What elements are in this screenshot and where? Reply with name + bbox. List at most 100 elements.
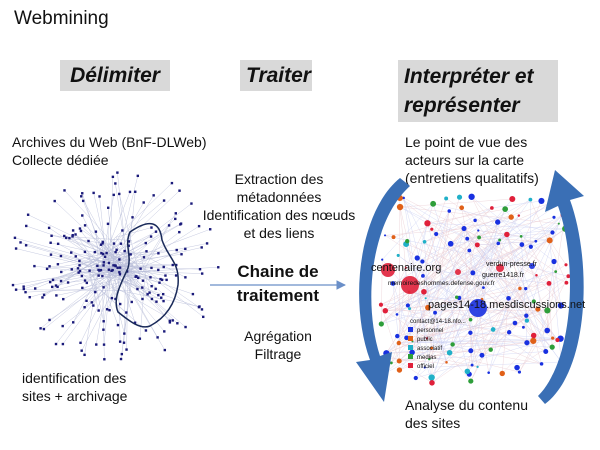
network-node: [54, 342, 58, 346]
network-node: [154, 230, 158, 233]
network-node: [66, 281, 70, 284]
map-edge: [385, 237, 480, 311]
network-node: [121, 229, 124, 232]
map-edge: [422, 261, 484, 288]
map-node: [444, 196, 449, 201]
map-node: [450, 342, 455, 347]
network-edge: [118, 279, 199, 308]
network-edge: [89, 274, 99, 311]
map-edge: [449, 210, 465, 228]
network-node: [33, 287, 37, 290]
network-node: [101, 252, 105, 256]
map-edge: [499, 239, 526, 289]
network-node: [106, 222, 110, 226]
map-node: [530, 332, 537, 339]
map-edge: [399, 275, 537, 371]
network-node: [49, 241, 52, 244]
network-edge: [111, 276, 136, 290]
map-node: [470, 363, 474, 367]
archives-line1: Archives du Web (BnF-DLWeb): [12, 134, 207, 150]
network-node: [176, 322, 179, 325]
network-node: [165, 278, 168, 282]
map-edge: [415, 288, 521, 379]
network-node: [184, 276, 187, 279]
map-edge: [471, 222, 498, 366]
network-node: [61, 342, 65, 346]
network-node: [159, 277, 162, 281]
map-node: [468, 317, 473, 322]
map-node: [524, 340, 530, 346]
corpus-outline: [115, 222, 179, 328]
aggregation-caption: Agrégation Filtrage: [220, 327, 336, 363]
map-node: [422, 239, 427, 244]
map-node: [519, 242, 525, 247]
map-node: [544, 327, 551, 334]
network-edge: [108, 207, 118, 294]
map-node: [524, 287, 528, 291]
network-node: [119, 242, 123, 245]
map-edge: [427, 223, 527, 316]
network-edge: [116, 287, 173, 321]
network-edge: [61, 256, 103, 273]
map-edges: [380, 196, 569, 383]
network-node: [114, 250, 117, 254]
network-node: [39, 327, 42, 330]
map-label-verdun: verdun-presse.fr: [486, 261, 537, 268]
network-node: [88, 269, 91, 272]
network-node: [53, 199, 56, 203]
map-edge: [409, 308, 433, 383]
map-edge: [415, 272, 474, 379]
network-edge: [84, 269, 100, 355]
network-node: [24, 290, 27, 294]
map-node: [405, 239, 410, 244]
viewpoint-line2: acteurs sur la carte: [405, 152, 525, 168]
legend-swatch: [408, 345, 413, 350]
network-node: [107, 206, 110, 209]
network-node: [26, 213, 30, 216]
map-node: [378, 302, 384, 307]
map-edge: [470, 271, 556, 333]
network-node: [61, 324, 64, 328]
legend-swatch: [408, 363, 413, 368]
map-edge: [407, 305, 471, 382]
network-edge: [123, 248, 186, 276]
map-node: [465, 236, 470, 241]
map-edge: [499, 240, 509, 299]
network-edge: [23, 265, 116, 287]
network-edge: [127, 191, 136, 262]
network-edge: [82, 215, 117, 284]
network-edge: [118, 279, 159, 296]
network-edge: [105, 291, 119, 326]
network-edge: [48, 227, 111, 269]
map-edge: [506, 234, 546, 352]
map-edge: [396, 203, 549, 315]
legend-item-medias: medias: [408, 354, 443, 363]
map-edge: [396, 314, 450, 353]
network-edge: [115, 227, 152, 238]
map-node: [521, 325, 525, 329]
identification-line2: sites + archivage: [22, 388, 128, 404]
map-node: [477, 235, 481, 240]
analysis-line2: des sites: [405, 415, 461, 431]
network-node: [144, 329, 148, 332]
map-edge: [398, 342, 447, 363]
map-edge: [426, 298, 509, 339]
network-node: [79, 229, 83, 233]
map-node: [550, 230, 555, 235]
map-node: [530, 337, 537, 344]
network-node: [130, 300, 133, 304]
map-edge: [514, 276, 569, 324]
map-node: [396, 203, 404, 211]
map-edge: [399, 198, 401, 362]
map-node: [425, 337, 428, 340]
network-node: [150, 226, 153, 229]
map-hub-node: [381, 263, 395, 277]
network-node: [110, 269, 113, 272]
network-node: [127, 244, 130, 247]
map-edge: [381, 207, 493, 325]
legend-item-personnel: personnel: [408, 327, 443, 336]
network-node: [47, 226, 51, 230]
legend-swatch: [408, 354, 413, 359]
map-edge: [399, 197, 538, 310]
network-node: [152, 194, 155, 197]
